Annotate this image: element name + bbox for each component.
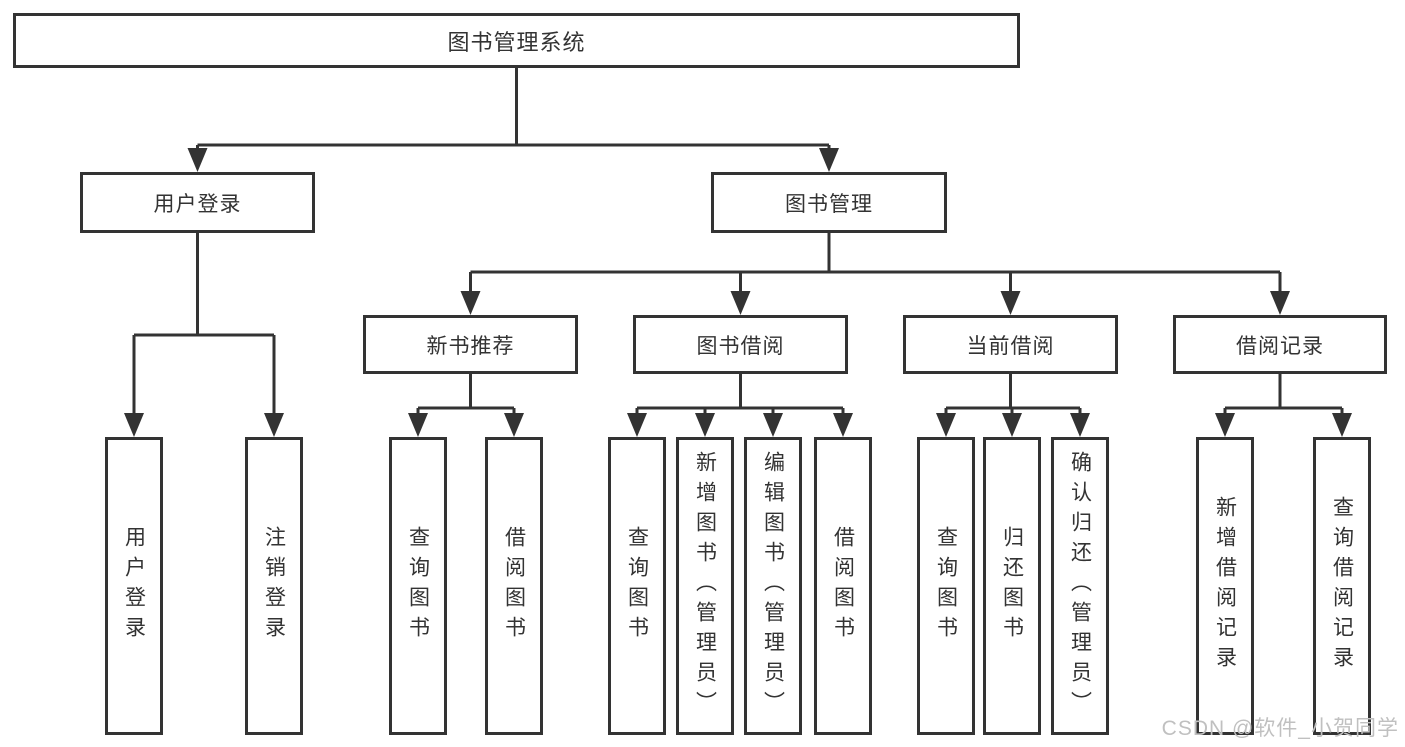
leaf-current-query-book-label: 查询图书: [934, 526, 958, 646]
csdn-watermark: CSDN @软件_小贺同学: [1161, 717, 1399, 740]
leaf-current-query-book: 查询图书: [917, 437, 975, 735]
leaf-edit-book-admin: 编辑图书（管理员）: [744, 437, 802, 735]
leaf-confirm-return-admin-label: 确认归还（管理员）: [1068, 451, 1092, 721]
node-new-book-recommend: 新书推荐: [363, 315, 578, 374]
leaf-add-borrow-record: 新增借阅记录: [1196, 437, 1254, 735]
node-borrow-records: 借阅记录: [1173, 315, 1387, 374]
node-current-borrow: 当前借阅: [903, 315, 1118, 374]
leaf-return-book-label: 归还图书: [1000, 526, 1024, 646]
leaf-borrow-book: 借阅图书: [814, 437, 872, 735]
node-book-borrow: 图书借阅: [633, 315, 848, 374]
leaf-query-borrow-record-label: 查询借阅记录: [1330, 496, 1354, 676]
leaf-recommend-query-book: 查询图书: [389, 437, 447, 735]
leaf-recommend-query-book-label: 查询图书: [406, 526, 430, 646]
leaf-add-borrow-record-label: 新增借阅记录: [1213, 496, 1237, 676]
node-current-borrow-label: 当前借阅: [966, 334, 1055, 358]
leaf-borrow-query-book-label: 查询图书: [625, 526, 649, 646]
node-book-management: 图书管理: [711, 172, 947, 233]
node-book-borrow-label: 图书借阅: [696, 334, 785, 358]
leaf-user-login-label: 用户登录: [122, 526, 146, 646]
arrowheads: [124, 148, 1352, 437]
node-new-book-recommend-label: 新书推荐: [426, 334, 515, 358]
leaf-user-login: 用户登录: [105, 437, 163, 735]
leaf-recommend-borrow-book: 借阅图书: [485, 437, 543, 735]
leaf-borrow-book-label: 借阅图书: [831, 526, 855, 646]
leaf-return-book: 归还图书: [983, 437, 1041, 735]
node-user-login: 用户登录: [80, 172, 315, 233]
leaf-logout-label: 注销登录: [262, 526, 286, 646]
node-root: 图书管理系统: [13, 13, 1020, 68]
leaf-query-borrow-record: 查询借阅记录: [1313, 437, 1371, 735]
node-user-login-label: 用户登录: [153, 192, 242, 216]
leaf-logout: 注销登录: [245, 437, 303, 735]
leaf-add-book-admin-label: 新增图书（管理员）: [693, 451, 717, 721]
leaf-add-book-admin: 新增图书（管理员）: [676, 437, 734, 735]
node-root-label: 图书管理系统: [447, 29, 586, 55]
leaf-confirm-return-admin: 确认归还（管理员）: [1051, 437, 1109, 735]
leaf-edit-book-admin-label: 编辑图书（管理员）: [761, 451, 785, 721]
leaf-borrow-query-book: 查询图书: [608, 437, 666, 735]
node-borrow-records-label: 借阅记录: [1236, 334, 1324, 358]
leaf-recommend-borrow-book-label: 借阅图书: [502, 526, 526, 646]
node-book-management-label: 图书管理: [785, 192, 873, 216]
